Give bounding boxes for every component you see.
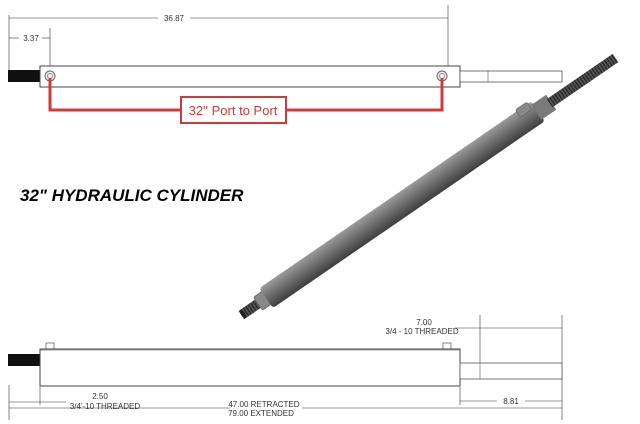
cylinder-3d-view bbox=[238, 53, 619, 320]
dim-7-00: 7.00 bbox=[416, 318, 432, 327]
drawing-title: 32" HYDRAULIC CYLINDER bbox=[20, 186, 244, 205]
dim-2-50: 2.50 bbox=[92, 392, 108, 401]
piston-rod bbox=[459, 362, 563, 380]
piston-rod bbox=[459, 70, 563, 83]
barrel bbox=[260, 102, 544, 307]
dim-8-81: 8.81 bbox=[503, 397, 519, 406]
callout-label: 32'' Port to Port bbox=[189, 103, 278, 118]
top-view: 36.87 3.37 32'' Port to Port bbox=[8, 5, 563, 124]
dim-3-37: 3.37 bbox=[23, 34, 39, 43]
rod-thread-3d bbox=[546, 53, 619, 108]
dim-extended: 79.00 EXTENDED bbox=[228, 409, 294, 418]
dim-base-thread-note: 3/4'-10 THREADED bbox=[70, 402, 141, 411]
callout-box bbox=[180, 96, 287, 124]
base-thread bbox=[8, 354, 41, 366]
dim-36-87: 36.87 bbox=[164, 14, 185, 23]
dim-rod-thread-note: 3/4 - 10 THREADED bbox=[385, 327, 458, 336]
cylinder-body bbox=[39, 348, 461, 387]
base-thread bbox=[8, 70, 41, 82]
side-view: 7.00 3/4 - 10 THREADED 2.50 3/4'-10 THRE… bbox=[8, 315, 563, 420]
cylinder-body bbox=[39, 65, 461, 88]
dim-retracted: 47.00 RETRACTED bbox=[228, 400, 299, 409]
